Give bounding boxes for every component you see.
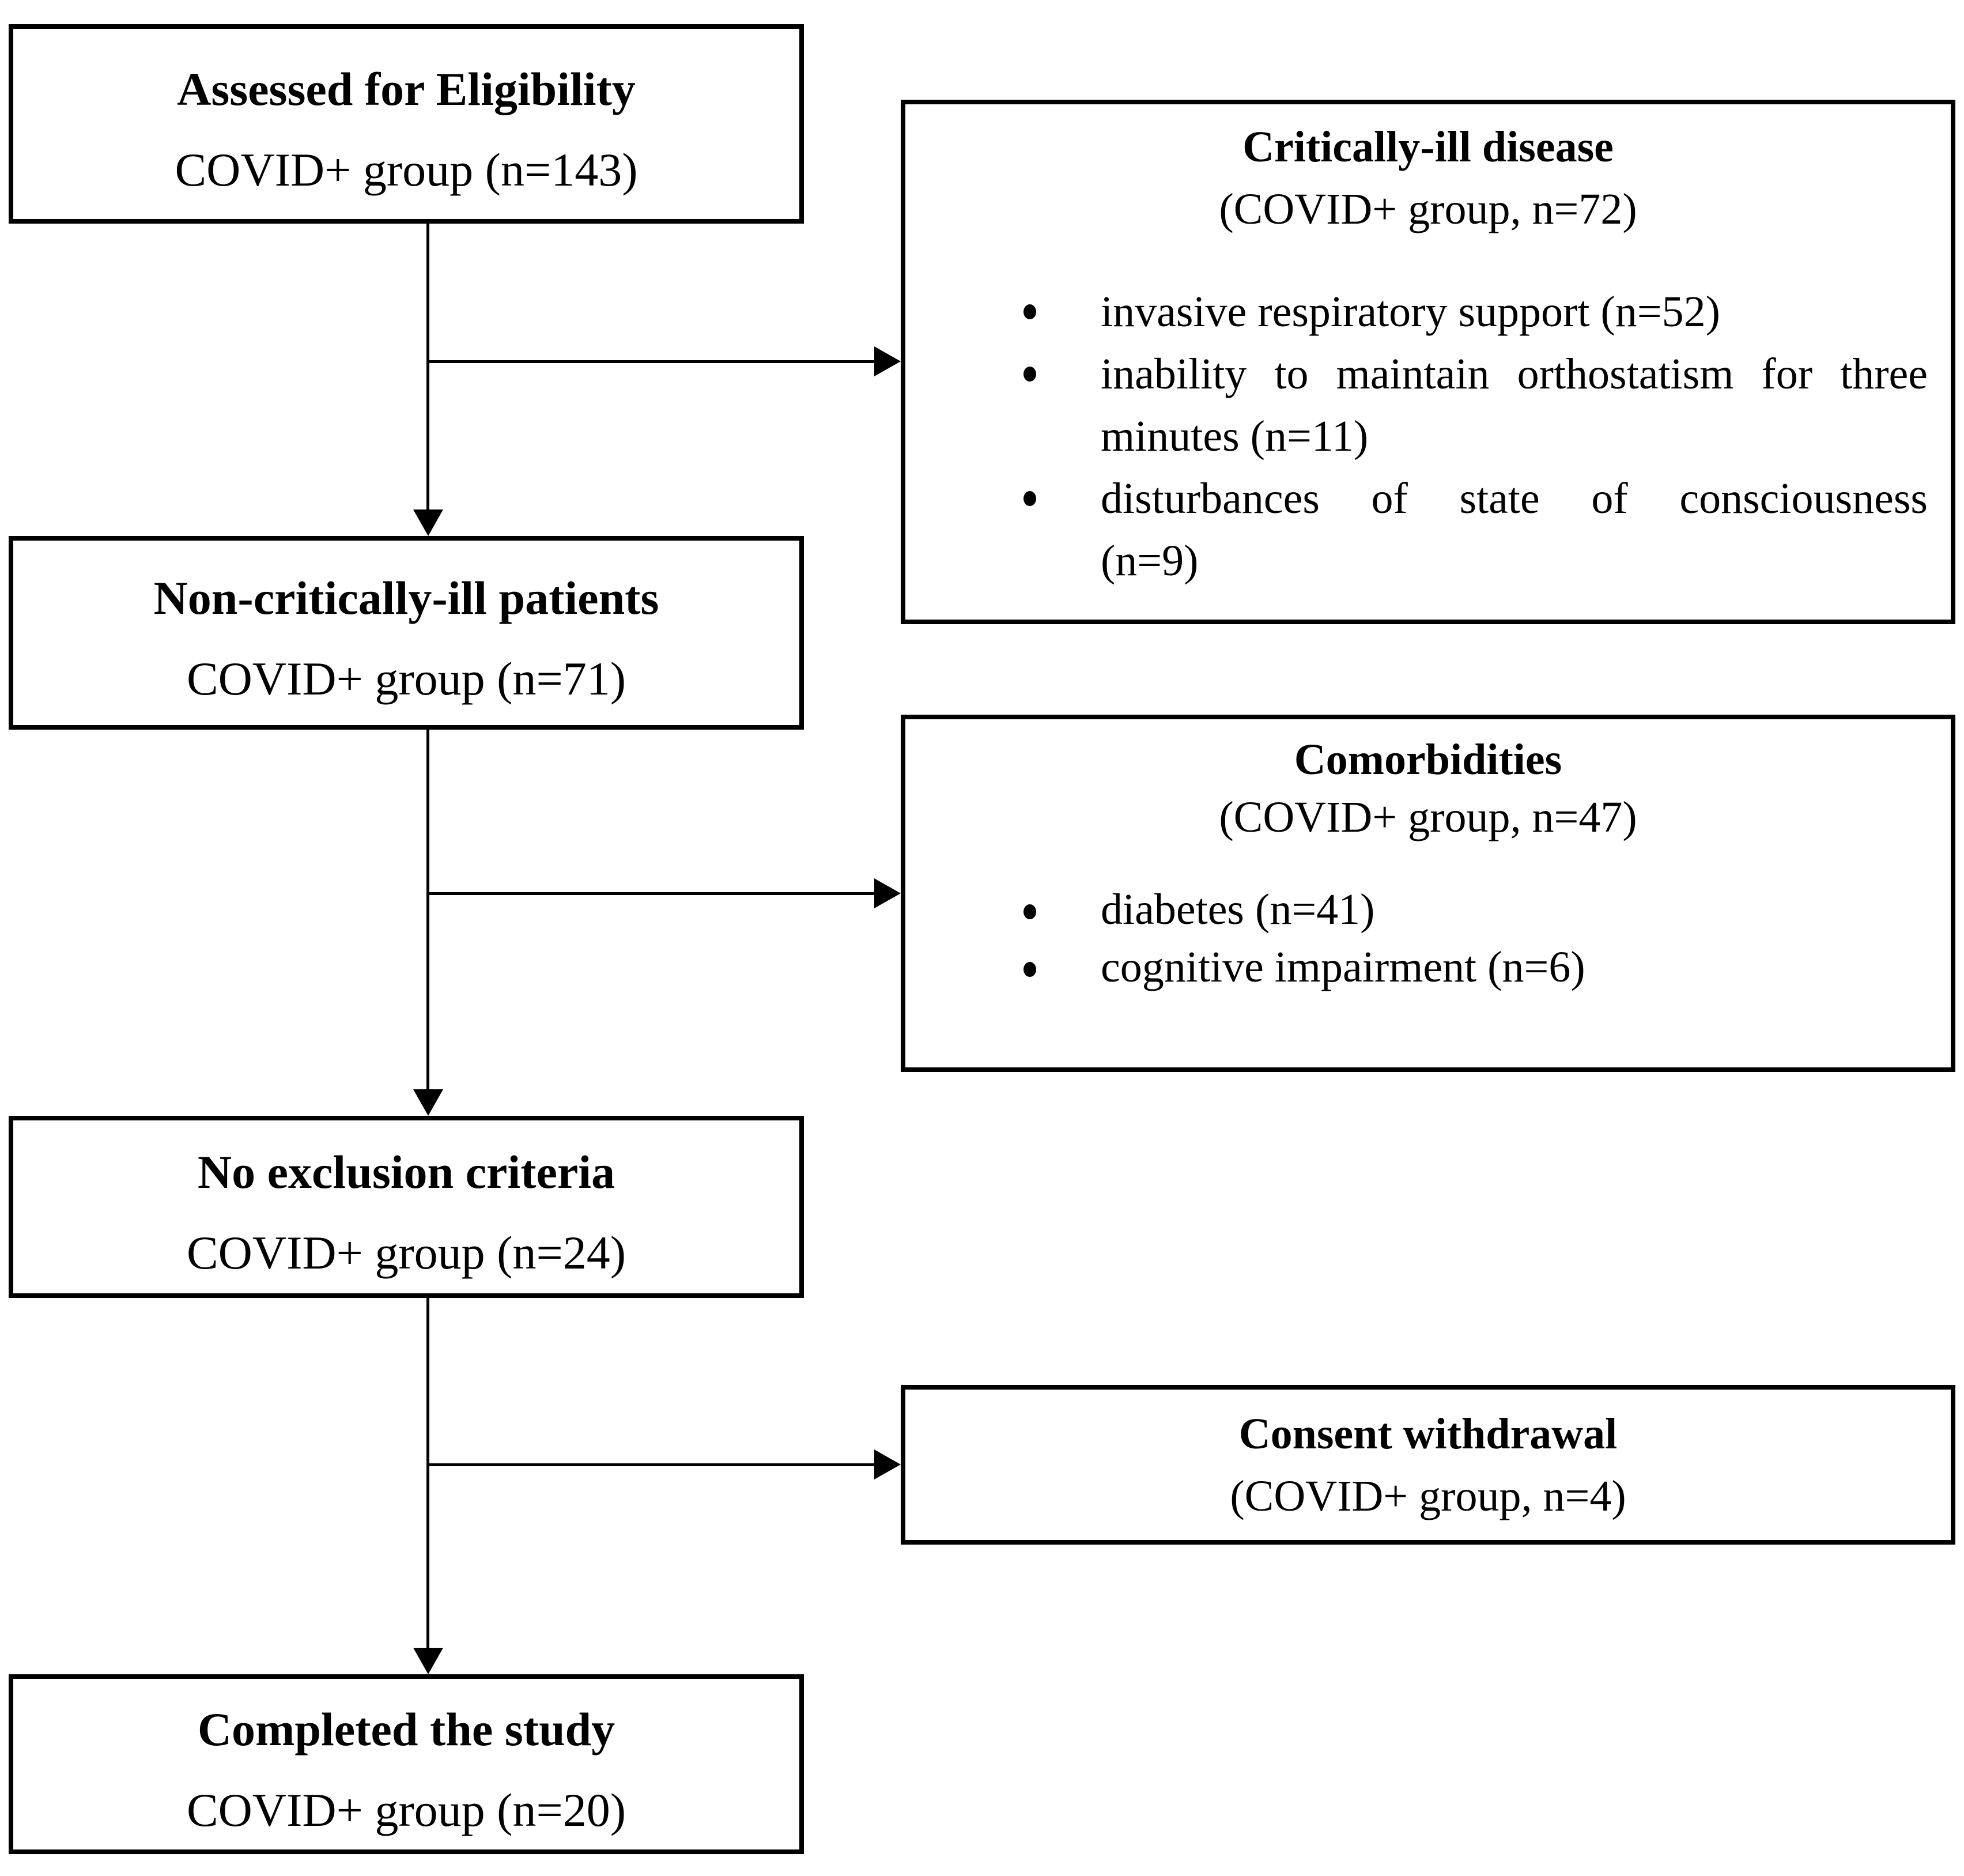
- box-subtitle: COVID+ group (n=143): [175, 144, 638, 196]
- connector-line: [428, 892, 875, 895]
- box-subtitle: COVID+ group (n=24): [186, 1226, 626, 1279]
- connector-line: [428, 360, 875, 363]
- box-title: Consent withdrawal: [1238, 1409, 1618, 1458]
- box-subtitle: (COVID+ group, n=47): [1219, 793, 1637, 841]
- bullet-text: minutes (n=11): [1101, 412, 1369, 460]
- bullet-text: cognitive impairment (n=6): [1101, 943, 1585, 991]
- bullet-list: invasive respiratory support (n=52) inab…: [928, 281, 1928, 592]
- bullet-icon: [1023, 491, 1036, 506]
- box-title: Assessed for Eligibility: [177, 63, 636, 115]
- list-item: diabetes (n=41): [1023, 881, 1928, 938]
- connector-line: [426, 730, 429, 1092]
- bullet-icon: [1023, 367, 1036, 382]
- arrow-down-icon: [413, 1648, 443, 1674]
- no-exclusion-criteria-box: No exclusion criteria COVID+ group (n=24…: [9, 1116, 804, 1298]
- box-subtitle: COVID+ group (n=71): [186, 652, 626, 705]
- box-title: Non-critically-ill patients: [153, 572, 659, 624]
- box-title: Critically-ill disease: [1242, 123, 1614, 171]
- box-title: Completed the study: [197, 1703, 615, 1756]
- connector-line: [426, 1298, 429, 1650]
- consent-withdrawal-box: Consent withdrawal (COVID+ group, n=4): [901, 1385, 1955, 1545]
- arrow-down-icon: [413, 509, 443, 536]
- bullet-text: invasive respiratory support (n=52): [1101, 288, 1720, 336]
- spacer: [928, 846, 1928, 881]
- arrow-right-icon: [874, 878, 901, 908]
- arrow-down-icon: [413, 1089, 443, 1116]
- connector-line: [428, 1463, 875, 1466]
- bullet-icon: [1023, 304, 1036, 319]
- bullet-icon: [1023, 904, 1036, 919]
- list-item: cognitive impairment (n=6): [1023, 938, 1928, 996]
- bullet-text: inability to maintain orthostatism for t…: [1101, 350, 1928, 398]
- assessed-eligibility-box: Assessed for Eligibility COVID+ group (n…: [9, 24, 804, 224]
- box-subtitle: (COVID+ group, n=72): [1219, 185, 1637, 233]
- bullet-icon: [1023, 962, 1036, 977]
- spacer: [928, 240, 1928, 281]
- box-title: Comorbidities: [1294, 735, 1562, 784]
- box-subtitle: COVID+ group (n=20): [186, 1784, 626, 1836]
- list-item: disturbances of state of consciousness (…: [1023, 467, 1928, 592]
- connector-line: [426, 224, 429, 512]
- list-item: invasive respiratory support (n=52): [1023, 281, 1928, 343]
- box-title: No exclusion criteria: [197, 1146, 615, 1198]
- non-critically-ill-box: Non-critically-ill patients COVID+ group…: [9, 536, 804, 730]
- list-item: inability to maintain orthostatism for t…: [1023, 343, 1928, 467]
- box-subtitle: (COVID+ group, n=4): [1230, 1471, 1626, 1520]
- bullet-text: (n=9): [1101, 537, 1199, 585]
- critically-ill-box: Critically-ill disease (COVID+ group, n=…: [901, 100, 1955, 624]
- arrow-right-icon: [874, 346, 901, 376]
- bullet-text: diabetes (n=41): [1101, 885, 1375, 934]
- comorbidities-box: Comorbidities (COVID+ group, n=47) diabe…: [901, 715, 1955, 1072]
- bullet-text: disturbances of state of consciousness: [1101, 474, 1928, 523]
- bullet-list: diabetes (n=41) cognitive impairment (n=…: [928, 881, 1928, 996]
- completed-study-box: Completed the study COVID+ group (n=20): [9, 1674, 804, 1854]
- arrow-right-icon: [874, 1450, 901, 1479]
